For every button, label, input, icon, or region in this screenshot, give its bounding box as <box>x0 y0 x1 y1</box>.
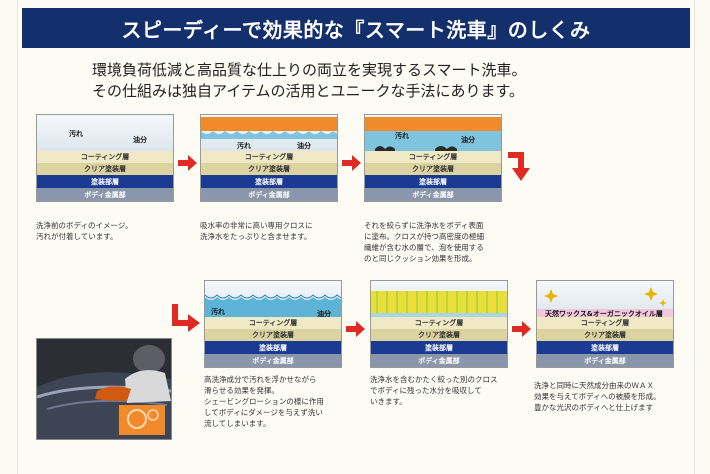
step-6-diagram: 天然ワックス&オーガニックオイル層 コーティング層 クリア塗装層 塗装部層 ボデ… <box>536 280 674 368</box>
dirt-label: 汚れ <box>211 308 225 316</box>
dry-cloth-icon <box>371 291 507 317</box>
oil-label: 油分 <box>317 310 331 318</box>
step-4-diagram: 汚れ 油分 コーティング層 クリア塗装層 塗装部層 ボディ金属部 <box>204 280 342 368</box>
paint-layer: 塗装部層 <box>371 341 507 354</box>
coating-layer: コーティング層 <box>537 317 673 329</box>
dirt-label: 汚れ <box>395 132 409 140</box>
water-icon <box>205 294 341 317</box>
page-title: スピーディーで効果的な『スマート洗車』のしくみ <box>22 8 690 48</box>
step-6-caption: 洗浄と同時に天然成分由来のＷＡＸ 効果を与えてボディへの被膜を形成。 豊かな光沢… <box>534 381 661 412</box>
paint-layer: 塗装部層 <box>205 341 341 354</box>
car-wash-photo-icon <box>37 339 171 439</box>
metal-layer: ボディ金属部 <box>371 354 507 367</box>
dirt-label: 汚れ <box>69 130 83 138</box>
clear-layer: クリア塗装層 <box>537 329 673 341</box>
dirt-label: 汚れ <box>237 142 251 150</box>
clear-layer: クリア塗装層 <box>205 329 341 341</box>
metal-layer: ボディ金属部 <box>205 354 341 367</box>
clear-layer: クリア塗装層 <box>37 163 173 175</box>
clear-layer: クリア塗装層 <box>371 329 507 341</box>
step-5-caption: 洗浄水を含むかたく絞った別のクロス でボディに残った水分を吸収して いきます。 <box>370 375 498 406</box>
coating-layer: コーティング層 <box>37 151 173 163</box>
coating-layer: コーティング層 <box>365 151 501 163</box>
metal-layer: ボディ金属部 <box>537 354 673 367</box>
clear-layer: クリア塗装層 <box>201 163 337 175</box>
arrow-right-icon <box>346 321 365 337</box>
intro-line-2: その仕組みは独自アイテムの活用とユニークな手法にあります。 <box>92 82 525 100</box>
oil-label: 油分 <box>133 136 147 144</box>
paint-layer: 塗装部層 <box>37 175 173 188</box>
arrow-right-icon <box>178 155 197 171</box>
step-2-diagram: 汚れ 油分 コーティング層 クリア塗装層 塗装部層 ボディ金属部 <box>200 114 338 202</box>
clear-layer: クリア塗装層 <box>365 163 501 175</box>
arrow-turn-down-icon <box>508 152 530 181</box>
step-2-caption: 吸水率の非常に高い専用クロスに 洗浄水をたっぷりと含ませます。 <box>200 221 313 241</box>
coating-layer: コーティング層 <box>205 317 341 329</box>
sparkle-icon <box>537 287 673 317</box>
paint-layer: 塗装部層 <box>201 175 337 188</box>
step-5-diagram: コーティング層 クリア塗装層 塗装部層 ボディ金属部 <box>370 280 508 368</box>
step-1-diagram: 汚れ 油分 コーティング層 クリア塗装層 塗装部層 ボディ金属部 <box>36 114 174 202</box>
arrow-right-icon <box>342 155 361 171</box>
arrow-right-icon <box>512 321 531 337</box>
step-1-caption: 洗浄前のボディのイメージ。 汚れが付着しています。 <box>36 221 133 241</box>
oil-label: 油分 <box>297 142 311 150</box>
step-4-caption: 高洗浄成分で汚れを浮かせながら 滑らせる効果を発揮。 シェービングローションの様… <box>204 375 324 428</box>
coating-layer: コーティング層 <box>201 151 337 163</box>
metal-layer: ボディ金属部 <box>365 188 501 201</box>
cloth-water-icon <box>365 117 501 151</box>
coating-layer: コーティング層 <box>371 317 507 329</box>
car-wash-photo <box>36 338 172 440</box>
paint-layer: 塗装部層 <box>537 341 673 354</box>
arrow-turn-right-icon <box>172 304 200 332</box>
metal-layer: ボディ金属部 <box>37 188 173 201</box>
metal-layer: ボディ金属部 <box>201 188 337 201</box>
step-3-caption: それを絞らずに洗浄水をボディ表面 に塗布。クロスが持つ高密度の極細 繊維が含む水… <box>364 221 484 263</box>
intro-text: 環境負荷低減と高品質な仕上りの両立を実現するスマート洗車。 その仕組みは独自アイ… <box>92 60 527 102</box>
step-3-diagram: 汚れ 油分 コーティング層 クリア塗装層 塗装部層 ボディ金属部 <box>364 114 502 202</box>
intro-line-1: 環境負荷低減と高品質な仕上りの両立を実現するスマート洗車。 <box>92 61 527 79</box>
paint-layer: 塗装部層 <box>365 175 501 188</box>
oil-label: 油分 <box>461 136 475 144</box>
wax-label: 天然ワックス&オーガニックオイル層 <box>545 310 663 318</box>
